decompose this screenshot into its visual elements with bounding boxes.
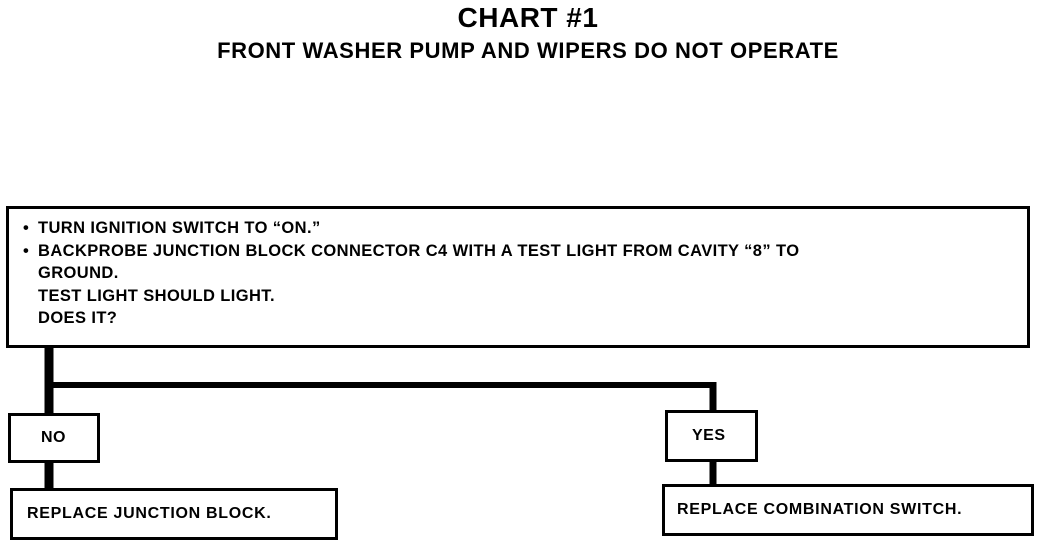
yes-label: YES [692, 427, 726, 444]
question-line-1: •TURN IGNITION SWITCH TO “ON.” [23, 217, 1013, 240]
chart-subtitle: FRONT WASHER PUMP AND WIPERS DO NOT OPER… [217, 38, 839, 63]
question-line-2: •BACKPROBE JUNCTION BLOCK CONNECTOR C4 W… [23, 240, 1013, 263]
yes-answer-box: YES [665, 410, 758, 462]
question-line-5: DOES IT? [38, 309, 118, 327]
question-line-4: TEST LIGHT SHOULD LIGHT. [38, 286, 275, 305]
no-answer-box: NO [8, 413, 100, 463]
chart-title: CHART #1 [457, 2, 599, 33]
no-action-text: REPLACE JUNCTION BLOCK. [27, 505, 272, 522]
question-box: •TURN IGNITION SWITCH TO “ON.” •BACKPROB… [6, 206, 1030, 348]
yes-action-text: REPLACE COMBINATION SWITCH. [677, 501, 963, 518]
bullet-icon: • [23, 219, 30, 237]
no-label: NO [41, 429, 66, 446]
bullet-icon: • [23, 241, 30, 260]
no-action-box: REPLACE JUNCTION BLOCK. [10, 488, 338, 540]
yes-action-box: REPLACE COMBINATION SWITCH. [662, 484, 1034, 536]
question-line-3: GROUND. [38, 264, 119, 282]
